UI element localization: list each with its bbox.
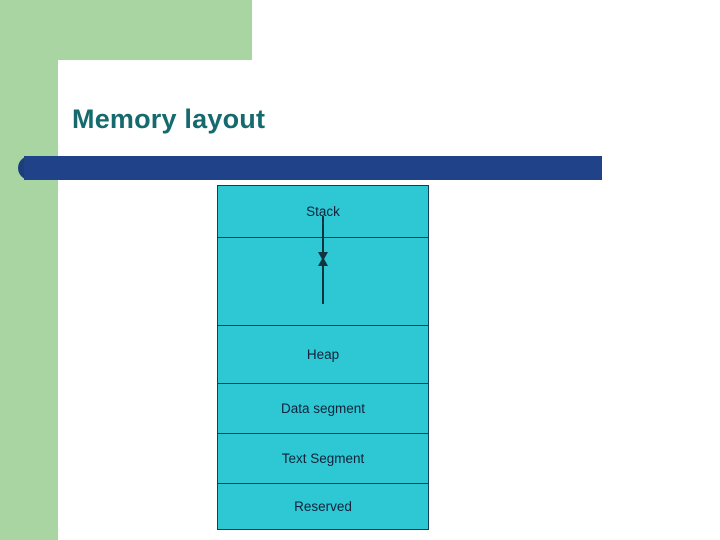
- top-green-block: [0, 0, 252, 60]
- memory-row-label: Text Segment: [281, 451, 365, 466]
- memory-row-text-segment: Text Segment: [218, 434, 428, 484]
- memory-row-label: Reserved: [294, 499, 352, 514]
- memory-layout-diagram: Stack Heap Data segment Text Segment Res…: [217, 185, 429, 530]
- memory-row-data-segment: Data segment: [218, 384, 428, 434]
- memory-row-growth-gap: [218, 216, 428, 326]
- memory-row-heap: Heap: [218, 326, 428, 384]
- memory-row-label: Stack: [306, 204, 340, 219]
- page-title: Memory layout: [72, 104, 266, 134]
- title-underline-bar-fill: [24, 156, 602, 180]
- memory-row-label: Data segment: [280, 401, 366, 416]
- white-rounded-notch: [58, 60, 252, 90]
- left-green-band: [0, 0, 58, 540]
- memory-row-reserved: Reserved: [218, 484, 428, 529]
- memory-row-label: Heap: [306, 347, 340, 362]
